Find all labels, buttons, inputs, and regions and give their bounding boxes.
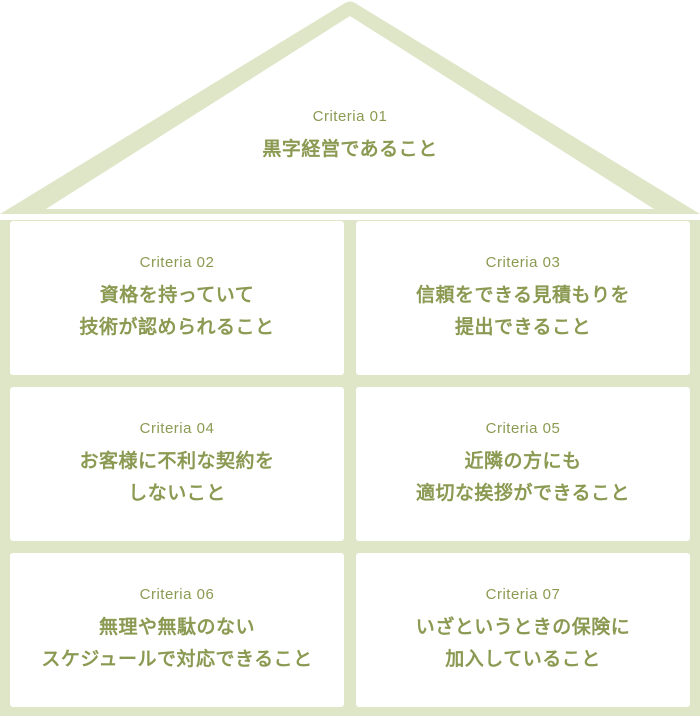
- criteria-01-label: Criteria 01: [312, 108, 388, 125]
- criteria-04-cell: Criteria 04 お客様に不利な契約を しないこと: [10, 387, 344, 541]
- criteria-04-label: Criteria 04: [139, 419, 215, 437]
- roof-criteria-block: Criteria 01 黒字経営であること: [0, 108, 700, 165]
- criteria-05-label: Criteria 05: [485, 419, 561, 437]
- criteria-03-title-line2: 提出できること: [454, 315, 592, 338]
- criteria-02-title-line1: 資格を持っていて: [99, 283, 255, 306]
- criteria-03-label: Criteria 03: [485, 253, 561, 271]
- criteria-04-title-line1: お客様に不利な契約を: [79, 449, 275, 472]
- criteria-07-cell: Criteria 07 いざというときの保険に 加入していること: [356, 553, 690, 707]
- criteria-07-title-line1: いざというときの保険に: [415, 615, 631, 638]
- criteria-05-title-line1: 近隣の方にも: [464, 449, 582, 472]
- criteria-03-title-line1: 信頼をできる見積もりを: [415, 283, 631, 306]
- roof-shape: [0, 0, 700, 220]
- criteria-02-title-line2: 技術が認められること: [79, 315, 275, 338]
- criteria-04-title-line2: しないこと: [128, 481, 226, 504]
- criteria-02-cell: Criteria 02 資格を持っていて 技術が認められること: [10, 221, 344, 375]
- criteria-06-title-line2: スケジュールで対応できること: [41, 647, 313, 670]
- criteria-02-label: Criteria 02: [139, 253, 215, 271]
- criteria-06-label: Criteria 06: [139, 585, 215, 603]
- criteria-03-cell: Criteria 03 信頼をできる見積もりを 提出できること: [356, 221, 690, 375]
- criteria-05-title-line2: 適切な挨拶ができること: [415, 481, 631, 504]
- criteria-01-title: 黒字経営であること: [262, 138, 438, 160]
- criteria-07-title-line2: 加入していること: [445, 647, 601, 670]
- criteria-06-cell: Criteria 06 無理や無駄のない スケジュールで対応できること: [10, 553, 344, 707]
- criteria-06-title-line1: 無理や無駄のない: [98, 615, 255, 638]
- criteria-07-label: Criteria 07: [485, 585, 561, 603]
- criteria-05-cell: Criteria 05 近隣の方にも 適切な挨拶ができること: [356, 387, 690, 541]
